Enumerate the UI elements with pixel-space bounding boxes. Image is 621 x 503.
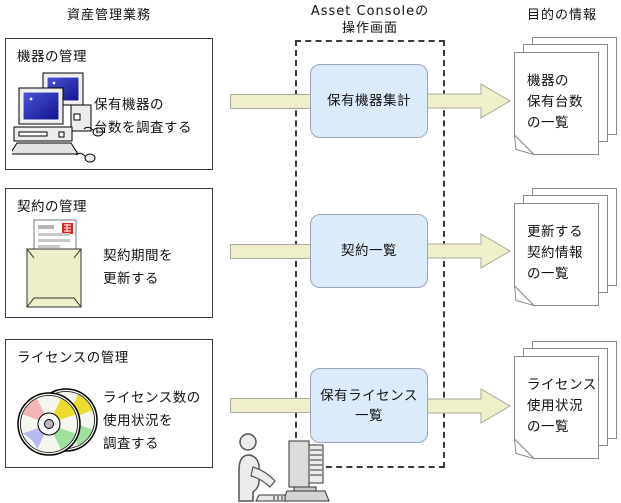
output-document-label: 機器の 保有台数 の一覧 bbox=[527, 71, 583, 134]
task-description-line: 使用状況を bbox=[103, 413, 173, 429]
task-description-line: 契約期間を bbox=[103, 248, 173, 264]
console-screen-device-summary: 保有機器集計 bbox=[310, 64, 428, 138]
task-description-line: ライセンス数の bbox=[103, 390, 201, 406]
task-title: ライセンスの管理 bbox=[17, 350, 129, 366]
output-label-line: 使用状況 bbox=[527, 398, 583, 414]
task-description: 契約期間を 更新する bbox=[103, 245, 173, 291]
envelope-icon bbox=[26, 219, 82, 308]
user-at-pc-icon bbox=[238, 433, 330, 502]
document-stack-icon bbox=[514, 188, 617, 307]
task-box-licenses: ライセンスの管理 ライ bbox=[5, 339, 213, 468]
output-documents-licenses: ライセンス 使用状況 の一覧 bbox=[514, 341, 618, 463]
console-screen-label: 契約一覧 bbox=[341, 243, 397, 259]
task-description-line: 調査する bbox=[103, 436, 159, 452]
output-label-line: 契約情報 bbox=[527, 245, 583, 261]
console-screen-label-line: 一覧 bbox=[355, 407, 383, 424]
task-description: ライセンス数の 使用状況を 調査する bbox=[103, 387, 201, 456]
document-stack-icon bbox=[514, 37, 617, 156]
output-documents-devices: 機器の 保有台数 の一覧 bbox=[514, 37, 618, 159]
task-description-line: 台数を調査する bbox=[94, 120, 192, 136]
column-header-tasks: 資産管理業務 bbox=[66, 8, 151, 23]
console-screen-label: 保有機器集計 bbox=[327, 93, 411, 109]
column-header-outputs: 目的の情報 bbox=[526, 8, 597, 23]
output-document-label: ライセンス 使用状況 の一覧 bbox=[527, 375, 597, 438]
task-title: 機器の管理 bbox=[17, 49, 87, 65]
output-label-line: 更新する bbox=[527, 224, 583, 240]
column-header-console-line1: Asset Consoleの bbox=[310, 4, 430, 19]
task-description: 保有機器の 台数を調査する bbox=[94, 94, 192, 140]
flow-arrow-devices bbox=[426, 83, 511, 119]
computers-icon bbox=[12, 72, 104, 163]
console-screen-contract-list: 契約一覧 bbox=[310, 214, 428, 288]
output-label-line: の一覧 bbox=[527, 419, 569, 435]
task-description-line: 保有機器の bbox=[94, 97, 164, 113]
task-title: 契約の管理 bbox=[17, 199, 87, 215]
flow-arrow-contracts bbox=[426, 233, 511, 269]
document-stack-icon bbox=[514, 341, 617, 460]
connector-bar-contracts bbox=[230, 244, 311, 259]
connector-bar-devices bbox=[230, 94, 311, 109]
console-screen-label-line: 保有ライセンス bbox=[320, 387, 418, 404]
column-header-console-line2: 操作画面 bbox=[341, 21, 398, 36]
output-label-line: 保有台数 bbox=[527, 94, 583, 110]
flow-arrow-licenses bbox=[426, 388, 511, 424]
column-header-console: Asset Consoleの 操作画面 bbox=[295, 3, 445, 37]
output-label-line: 機器の bbox=[527, 73, 569, 89]
output-documents-contracts: 更新する 契約情報 の一覧 bbox=[514, 188, 618, 310]
task-box-devices: 機器の管理 保有機器 bbox=[5, 38, 213, 170]
output-document-label: 更新する 契約情報 の一覧 bbox=[527, 222, 583, 285]
output-label-line: の一覧 bbox=[527, 266, 569, 282]
cd-icon bbox=[17, 388, 98, 456]
output-label-line: ライセンス bbox=[527, 377, 597, 393]
task-description-line: 更新する bbox=[103, 271, 159, 287]
task-box-contracts: 契約の管理 契約期間を 更新する bbox=[5, 188, 213, 318]
connector-bar-licenses bbox=[230, 398, 311, 413]
output-label-line: の一覧 bbox=[527, 115, 569, 131]
console-screen-license-list: 保有ライセンス 一覧 bbox=[310, 368, 428, 443]
